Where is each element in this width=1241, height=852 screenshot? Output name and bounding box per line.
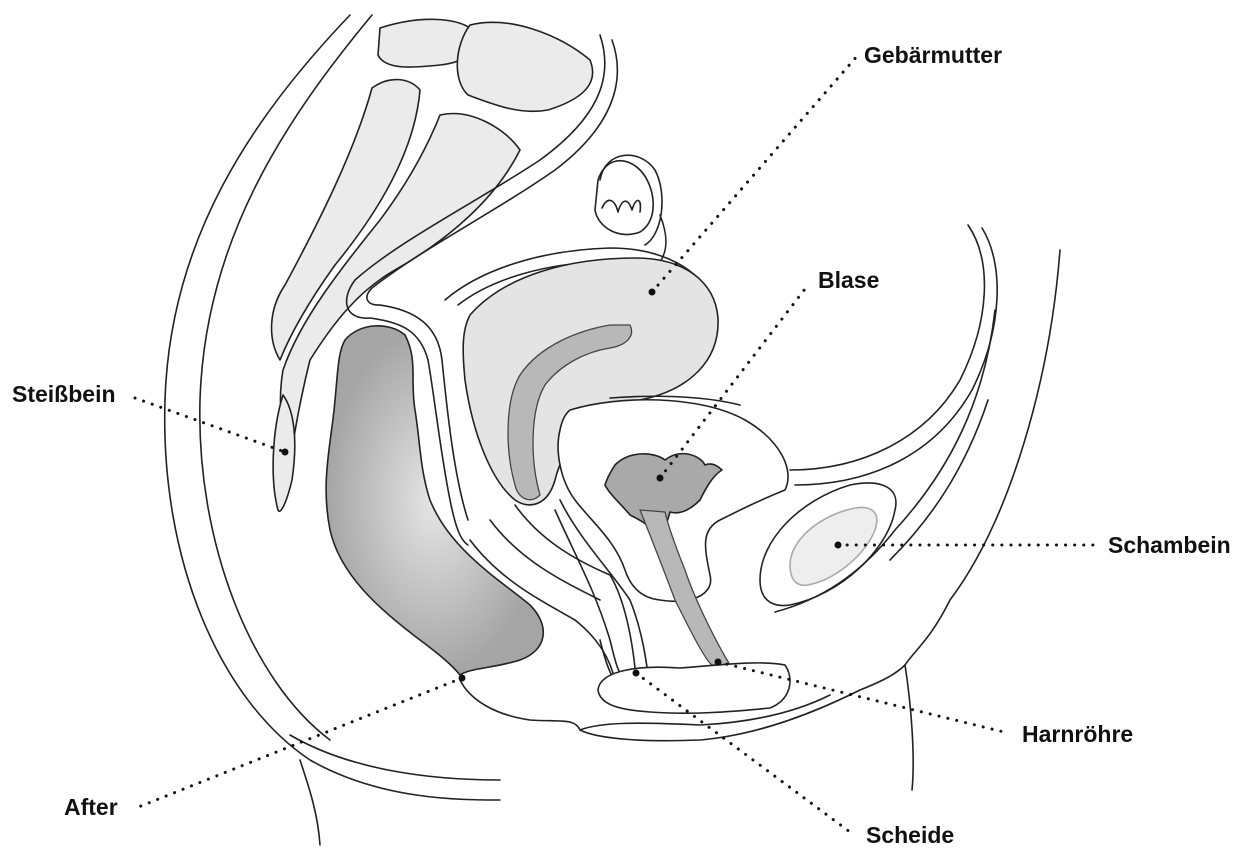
label-gebaermutter: Gebärmutter bbox=[864, 42, 1002, 68]
label-harnroehre: Harnröhre bbox=[1022, 721, 1133, 747]
bladder bbox=[558, 400, 788, 665]
label-schambein: Schambein bbox=[1108, 532, 1231, 558]
perineum bbox=[460, 663, 905, 741]
label-scheide: Scheide bbox=[866, 822, 954, 848]
label-steissbein: Steißbein bbox=[12, 381, 116, 407]
label-blase: Blase bbox=[818, 267, 879, 293]
label-after: After bbox=[64, 794, 118, 820]
